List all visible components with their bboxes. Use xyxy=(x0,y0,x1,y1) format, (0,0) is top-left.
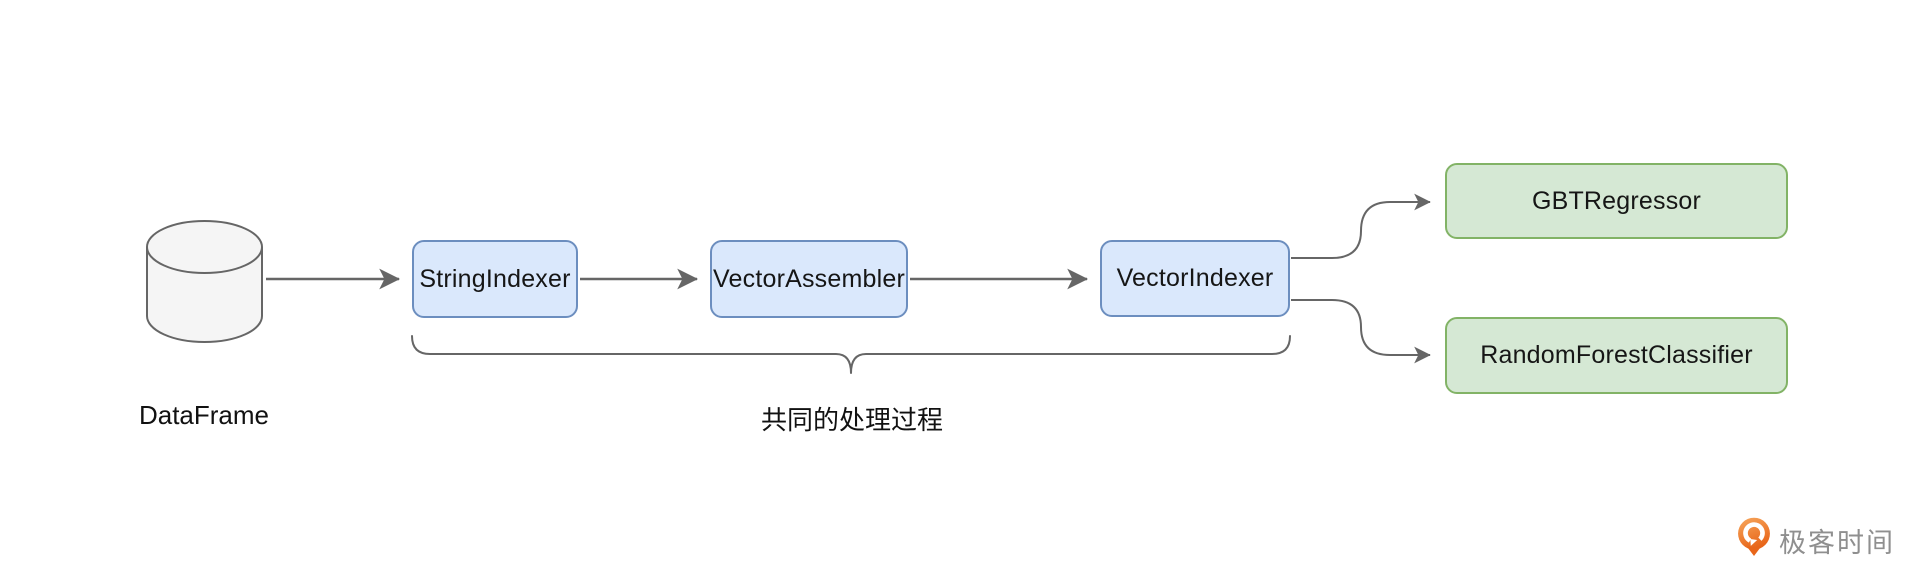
node-random-forest-classifier-label: RandomForestClassifier xyxy=(1480,341,1753,369)
node-vector-indexer: VectorIndexer xyxy=(1100,240,1290,317)
database-cylinder-icon xyxy=(146,220,263,343)
dataframe-label: DataFrame xyxy=(138,400,270,430)
node-vector-assembler-label: VectorAssembler xyxy=(713,264,905,293)
node-random-forest-classifier: RandomForestClassifier xyxy=(1445,317,1788,394)
geektime-logo: 极客时间 xyxy=(1737,516,1895,564)
geektime-logo-icon xyxy=(1738,517,1770,556)
geektime-logo-text: 极客时间 xyxy=(1779,527,1895,558)
node-string-indexer: StringIndexer xyxy=(412,240,578,318)
shared-stages-brace xyxy=(411,335,1291,374)
edge-vectorindexer-to-randomforestclassifier xyxy=(1291,299,1431,364)
node-vector-indexer-label: VectorIndexer xyxy=(1116,264,1274,292)
node-gbt-regressor: GBTRegressor xyxy=(1445,163,1788,239)
edge-vectorindexer-to-gbtregressor xyxy=(1291,193,1431,259)
node-string-indexer-label: StringIndexer xyxy=(419,264,571,293)
shared-stages-caption: 共同的处理过程 xyxy=(760,405,944,435)
node-vector-assembler: VectorAssembler xyxy=(710,240,908,318)
node-gbt-regressor-label: GBTRegressor xyxy=(1531,186,1702,215)
